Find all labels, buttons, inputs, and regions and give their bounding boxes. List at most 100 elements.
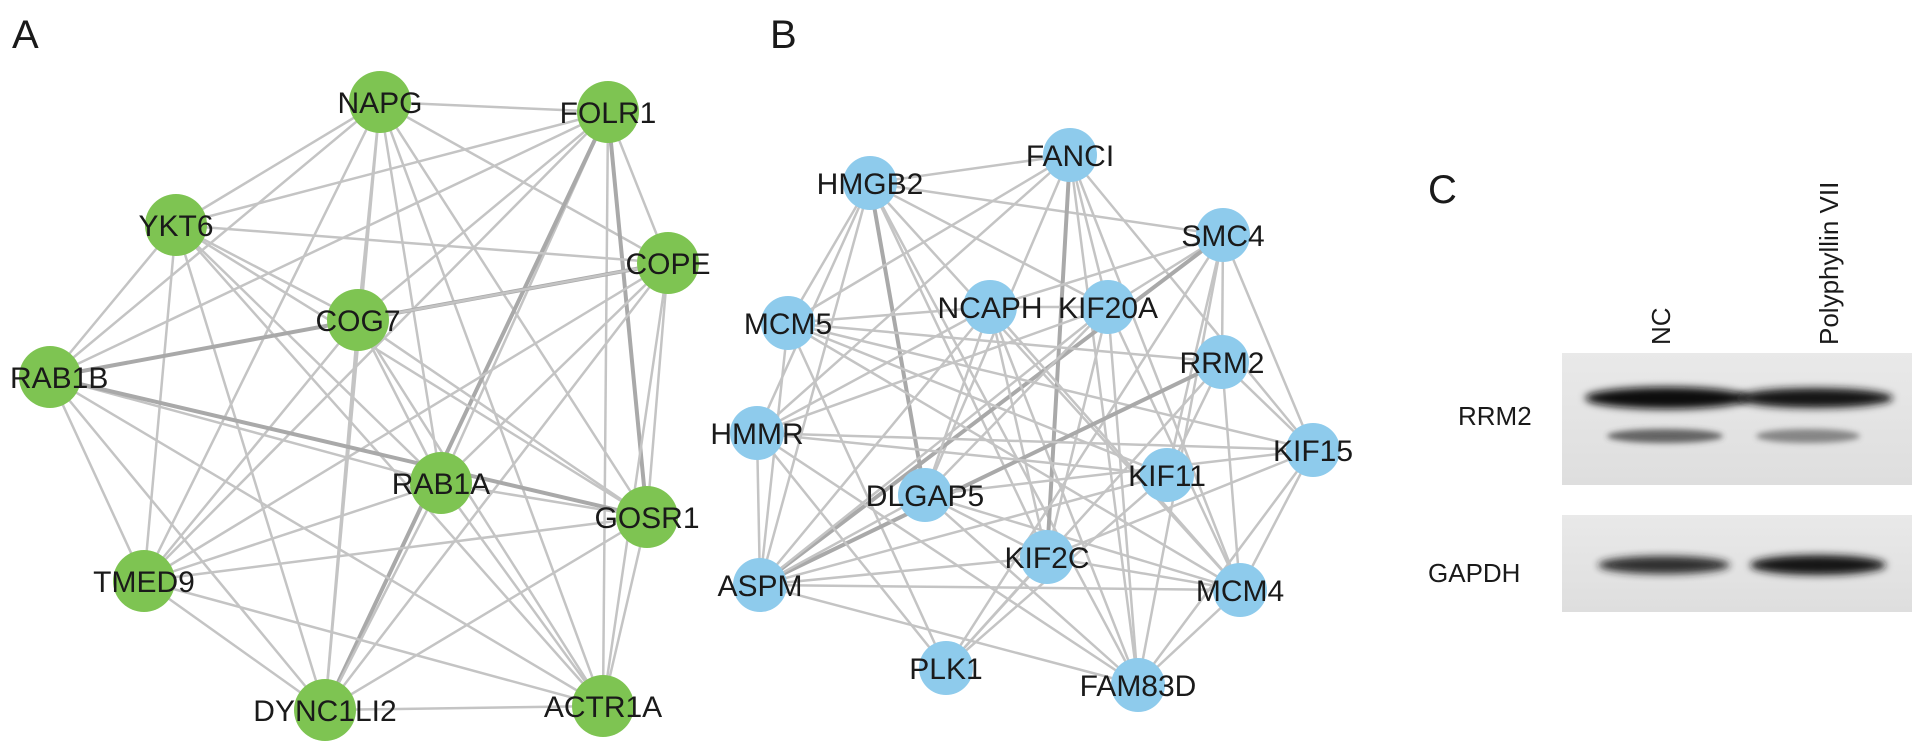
edge-smc4-kif11 <box>1165 233 1225 477</box>
edge-gosr1-dync1li2 <box>323 515 649 712</box>
edge-cog7-gosr1 <box>356 318 649 519</box>
edge-folr1-dync1li2 <box>323 110 610 712</box>
node-label-aspm: ASPM <box>717 570 802 603</box>
node-cope: COPE <box>625 232 711 294</box>
panel-a-letter: A <box>12 13 39 57</box>
node-circle-dlgap5 <box>898 468 952 522</box>
node-circle-kif11 <box>1140 448 1194 502</box>
node-dlgap5: DLGAP5 <box>866 468 984 522</box>
edge-cope-actr1a <box>601 261 670 708</box>
edge-mcm5-kif11 <box>786 321 1169 477</box>
edge-ncaph-hmmr <box>755 305 992 435</box>
edge-ykt6-actr1a <box>174 223 605 708</box>
node-circle-napg <box>349 71 411 133</box>
node-plk1: PLK1 <box>909 641 983 695</box>
node-cog7: COG7 <box>315 289 401 351</box>
node-kif2c: KIF2C <box>1004 530 1090 584</box>
band-rrm2-lower-polyphyllin <box>1756 429 1860 443</box>
edge-hmmr-plk1 <box>755 431 948 670</box>
edge-tmed9-actr1a <box>142 579 605 708</box>
node-label-kif15: KIF15 <box>1273 435 1353 468</box>
edge-hmgb2-fanci <box>868 153 1072 185</box>
node-label-hmgb2: HMGB2 <box>817 168 924 201</box>
edge-rab1b-actr1a <box>48 375 605 708</box>
edge-kif20a-dlgap5 <box>923 305 1110 497</box>
node-label-hmmr: HMMR <box>710 418 803 451</box>
node-circle-ncaph <box>963 280 1017 334</box>
edge-rab1a-dync1li2 <box>323 481 443 712</box>
node-mcm5: MCM5 <box>744 296 832 350</box>
edge-dlgap5-mcm4 <box>923 493 1242 592</box>
node-circle-plk1 <box>919 641 973 695</box>
node-aspm: ASPM <box>717 558 803 612</box>
node-kif20a: KIF20A <box>1058 280 1158 334</box>
node-label-cope: COPE <box>625 248 710 281</box>
node-label-dlgap5: DLGAP5 <box>866 480 984 513</box>
node-label-napg: NAPG <box>337 87 422 120</box>
node-hmmr: HMMR <box>710 406 804 460</box>
node-label-rrm2: RRM2 <box>1179 347 1264 380</box>
node-label-ykt6: YKT6 <box>138 210 213 243</box>
node-rrm2: RRM2 <box>1179 335 1265 389</box>
node-circle-rrm2 <box>1195 335 1249 389</box>
edge-rab1b-gosr1 <box>48 375 649 519</box>
node-kif11: KIF11 <box>1128 448 1206 502</box>
edge-mcm5-kif15 <box>786 321 1315 452</box>
edge-hmmr-fam83d <box>755 431 1140 687</box>
edge-napg-rab1a <box>378 100 443 485</box>
edge-mcm5-mcm4 <box>786 321 1242 592</box>
edge-kif15-kif2c <box>1045 448 1315 559</box>
row-label-rrm2: RRM2 <box>1458 401 1532 431</box>
node-circle-mcm5 <box>761 296 815 350</box>
edge-cog7-actr1a <box>356 318 605 708</box>
edge-napg-folr1 <box>378 100 610 114</box>
node-circle-kif15 <box>1286 423 1340 477</box>
node-circle-fanci <box>1043 128 1097 182</box>
edge-fanci-kif2c <box>1045 153 1072 559</box>
edge-folr1-cog7 <box>356 110 610 322</box>
node-mcm4: MCM4 <box>1196 563 1284 617</box>
node-circle-mcm4 <box>1213 563 1267 617</box>
node-ykt6: YKT6 <box>138 194 214 256</box>
edge-tmed9-dync1li2 <box>142 579 327 712</box>
node-label-mcm5: MCM5 <box>744 308 832 341</box>
band-gapdh-nc <box>1598 556 1730 574</box>
edge-folr1-actr1a <box>601 110 610 708</box>
node-circle-folr1 <box>577 81 639 143</box>
node-circle-kif20a <box>1081 280 1135 334</box>
edge-kif11-aspm <box>758 473 1169 587</box>
node-label-fanci: FANCI <box>1026 140 1114 173</box>
edge-ykt6-dync1li2 <box>174 223 327 712</box>
edge-napg-rab1b <box>48 100 382 379</box>
edge-cope-rab1a <box>439 261 670 485</box>
network-b-edges <box>755 153 1315 687</box>
edge-ykt6-cog7 <box>174 223 360 322</box>
edge-folr1-ykt6 <box>174 110 610 227</box>
edge-dlgap5-fam83d <box>923 493 1140 687</box>
edge-cope-tmed9 <box>142 261 670 583</box>
edge-kif20a-hmmr <box>755 305 1110 435</box>
lane-label-polyphyllin: Polyphyllin VII <box>1814 182 1844 345</box>
node-label-tmed9: TMED9 <box>93 566 195 599</box>
edge-kif20a-aspm <box>758 305 1110 587</box>
node-smc4: SMC4 <box>1181 208 1265 262</box>
edge-rab1b-dync1li2 <box>48 375 327 712</box>
node-gosr1: GOSR1 <box>594 486 700 548</box>
western-blot: NC Polyphyllin VII RRM2 GAPDH <box>1428 182 1912 612</box>
node-label-fam83d: FAM83D <box>1080 670 1197 703</box>
edge-hmmr-kif15 <box>755 431 1315 452</box>
edge-ncaph-kif2c <box>988 305 1049 559</box>
node-label-smc4: SMC4 <box>1181 220 1264 253</box>
edge-mcm5-ncaph <box>786 305 992 325</box>
node-label-dync1li2: DYNC1LI2 <box>253 695 396 728</box>
edge-rab1a-gosr1 <box>439 481 649 519</box>
edge-cope-gosr1 <box>645 261 670 519</box>
edge-aspm-fam83d <box>758 583 1140 687</box>
edge-fanci-mcm4 <box>1068 153 1242 592</box>
node-label-actr1a: ACTR1A <box>544 691 662 724</box>
panel-b-letter: B <box>770 13 797 57</box>
node-circle-rab1a <box>410 452 472 514</box>
